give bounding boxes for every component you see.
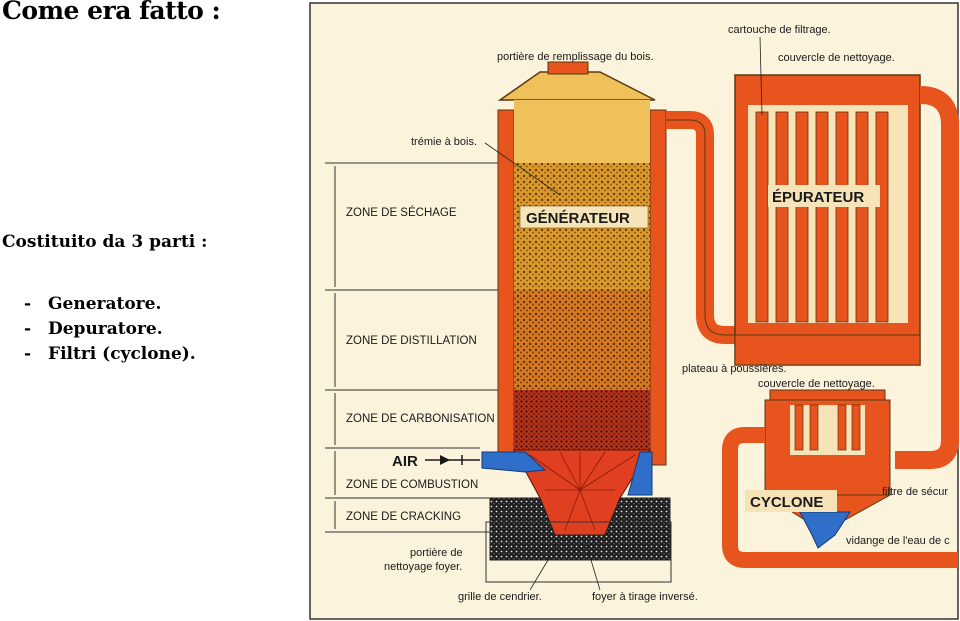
gas-pipe-right — [895, 86, 959, 469]
cleaning-door-label-2: nettoyage foyer. — [384, 561, 462, 573]
list-item: -Filtri (cyclone). — [24, 344, 196, 364]
hopper-label: trémie à bois. — [411, 136, 477, 148]
ash-box — [485, 521, 672, 583]
hopper-fill — [514, 100, 650, 163]
hearth-label: foyer à tirage inversé. — [592, 591, 698, 603]
zone-label-distillation: ZONE DE DISTILLATION — [346, 335, 477, 347]
ash-grate-label: grille de cendrier. — [458, 591, 542, 603]
carbonisation-zone-fill — [514, 390, 650, 450]
epurator-label: ÉPURATEUR — [772, 189, 864, 206]
filter-cartridges — [755, 111, 889, 323]
dust-plate-label: plateau à poussières. — [682, 363, 787, 375]
distillation-zone-fill — [514, 290, 650, 390]
slide-title: Come era fatto : — [2, 0, 221, 25]
zone-brackets — [325, 162, 500, 533]
zone-label-carbonisation: ZONE DE CARBONISATION — [346, 413, 495, 425]
cyclone-label: CYCLONE — [750, 494, 823, 511]
list-item: -Generatore. — [24, 294, 162, 314]
parts-list: -Generatore. -Depuratore. -Filtri (cyclo… — [24, 292, 196, 367]
zone-label-cracking: ZONE DE CRACKING — [346, 511, 461, 523]
dust-plate — [734, 334, 921, 366]
list-item: -Depuratore. — [24, 319, 163, 339]
generator-label: GÉNÉRATEUR — [526, 210, 630, 227]
gas-pipe-lower — [722, 427, 958, 568]
cleaning-cover-label-2: couvercle de nettoyage. — [758, 378, 875, 390]
air-inlet — [481, 451, 547, 473]
generator-wall-right — [649, 109, 667, 466]
safety-filter-label: filtre de sécur — [882, 486, 948, 498]
cleaning-door-label-1: portière de — [410, 547, 463, 559]
part-filtri: Filtri (cyclone). — [48, 344, 196, 364]
cleaning-cover-label-1: couvercle de nettoyage. — [778, 52, 895, 64]
combustion-rays — [529, 451, 636, 531]
air-inlet-right — [627, 451, 653, 496]
water-drain-label: vidange de l'eau de c — [846, 535, 950, 547]
cracking-zone-fill — [489, 497, 671, 561]
part-depuratore: Depuratore. — [48, 319, 163, 339]
air-label: AIR — [392, 453, 418, 470]
filling-door-label: portière de remplissage du bois. — [497, 51, 654, 63]
zone-label-drying: ZONE DE SÉCHAGE — [346, 206, 457, 219]
filling-door — [547, 61, 589, 75]
cartridge-label: cartouche de filtrage. — [728, 24, 831, 36]
cyclone-water-drain — [799, 511, 851, 549]
slide-subtitle: Costituito da 3 parti : — [2, 232, 208, 252]
epurateur-label-bg — [768, 185, 880, 207]
zone-label-combustion: ZONE DE COMBUSTION — [346, 479, 478, 491]
part-generatore: Generatore. — [48, 294, 162, 314]
